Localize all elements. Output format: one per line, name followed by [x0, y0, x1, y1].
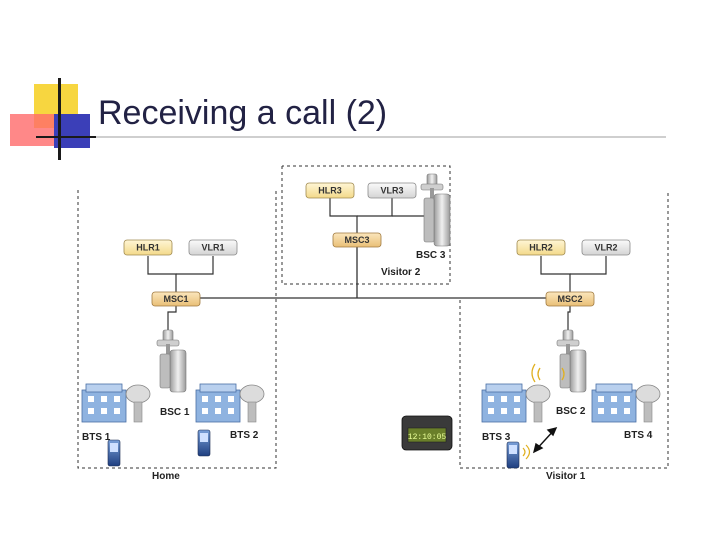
- bsc2-tower-icon: [556, 329, 587, 393]
- handover-arrow-icon: [532, 426, 558, 454]
- svg-text:MSC3: MSC3: [344, 235, 369, 245]
- bsc1-tower-icon: [156, 329, 187, 393]
- vlr3-node: VLR3: [367, 182, 417, 199]
- svg-text:MSC1: MSC1: [163, 294, 188, 304]
- bts4-building-icon: [591, 383, 661, 423]
- signal-icon: [531, 363, 565, 383]
- region-visitor1: [459, 190, 669, 469]
- visitor2-connectors: [329, 198, 431, 234]
- bsc2-label: BSC 2: [556, 406, 586, 417]
- msc3-node: MSC3: [332, 232, 382, 248]
- bts2-building-icon: [195, 383, 265, 423]
- svg-text:HLR1: HLR1: [136, 243, 160, 253]
- visitor1-connectors: [540, 256, 607, 330]
- bts1-building-icon: [81, 383, 151, 423]
- bts2-label: BTS 2: [230, 430, 259, 441]
- phone-home-icon: [107, 439, 121, 467]
- svg-text:VLR1: VLR1: [201, 243, 224, 253]
- gateway-device-icon: 12:10:05: [401, 415, 453, 451]
- bts3-building-icon: [481, 383, 551, 423]
- bts3-label: BTS 3: [482, 432, 511, 443]
- page-title: Receiving a call (2): [98, 94, 388, 132]
- bts1-label: BTS 1: [82, 432, 111, 443]
- phone-visitor1-icon: [506, 441, 531, 469]
- vlr1-node: VLR1: [188, 239, 238, 256]
- bsc3-tower-icon: [420, 173, 451, 247]
- hlr2-node: HLR2: [516, 239, 566, 256]
- vlr2-node: VLR2: [581, 239, 631, 256]
- msc1-node: MSC1: [151, 291, 201, 307]
- svg-text:HLR2: HLR2: [529, 243, 553, 253]
- region-home: [77, 190, 277, 469]
- hlr1-node: HLR1: [123, 239, 173, 256]
- hlr3-node: HLR3: [305, 182, 355, 199]
- svg-text:HLR3: HLR3: [318, 186, 342, 196]
- visitor2-label: Visitor 2: [381, 267, 421, 278]
- bsc1-label: BSC 1: [160, 407, 190, 418]
- msc2-node: MSC2: [545, 291, 595, 307]
- title-decoration-red: [10, 114, 54, 146]
- title-decoration-vline: [58, 78, 61, 160]
- bts4-label: BTS 4: [624, 430, 653, 441]
- visitor1-label: Visitor 1: [546, 471, 586, 482]
- region-visitor2: [281, 165, 451, 285]
- phone-bts2-icon: [197, 429, 211, 457]
- home-connectors: [147, 256, 214, 330]
- svg-text:MSC2: MSC2: [557, 294, 582, 304]
- svg-text:VLR2: VLR2: [594, 243, 617, 253]
- title-underline: [36, 136, 666, 138]
- svg-text:12:10:05: 12:10:05: [408, 433, 447, 442]
- bsc3-label: BSC 3: [416, 250, 446, 261]
- svg-text:VLR3: VLR3: [380, 186, 403, 196]
- title-underline-dark: [36, 136, 96, 138]
- home-label: Home: [152, 471, 180, 482]
